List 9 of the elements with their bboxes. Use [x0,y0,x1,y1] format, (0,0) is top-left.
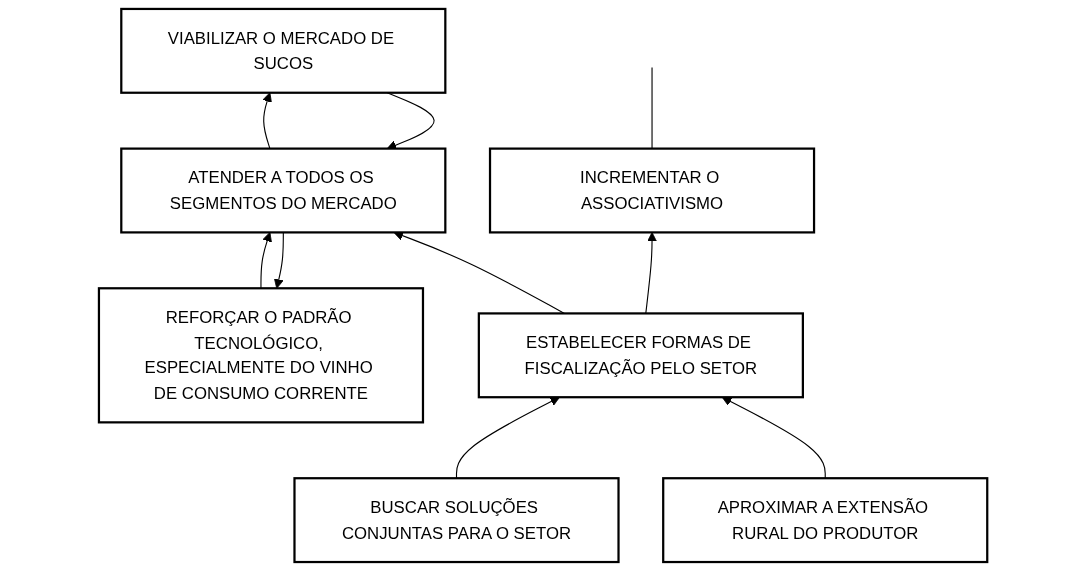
node-box: APROXIMAR A EXTENSÃO RURAL DO PRODUTOR [662,477,989,564]
node-box: REFORÇAR O PADRÃO TECNOLÓGICO, ESPECIALMENTE DO VINHO DE CONSUMO CORRENTE [97,287,424,424]
node-box: BUSCAR SOLUÇÕES CONJUNTAS PARA O SETOR [293,477,620,564]
node-box: ESTABELECER FORMAS DE FISCALIZAÇÃO PELO SETOR [477,312,804,399]
node-box: INCREMENTAR O ASSOCIATIVISMO [488,147,816,234]
node-box: ATENDER A TODOS OS SEGMENTOS DO MERCADO [120,147,447,234]
node-box: VIABILIZAR O MERCADO DE SUCOS [120,7,447,94]
arrow [645,232,657,314]
arrow [260,232,272,289]
